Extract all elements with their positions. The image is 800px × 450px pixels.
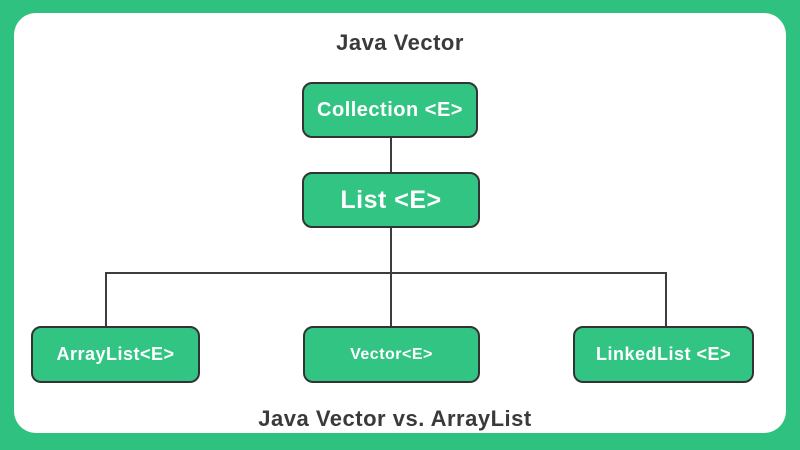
node-arraylist: ArrayList<E>	[31, 326, 200, 383]
diagram-title: Java Vector	[336, 30, 464, 55]
node-arraylist-label: ArrayList<E>	[56, 344, 175, 364]
node-collection: Collection <E>	[302, 82, 478, 138]
diagram-caption: Java Vector vs. ArrayList	[258, 406, 532, 431]
node-linkedlist: LinkedList <E>	[573, 326, 754, 383]
connector-drop-arraylist	[105, 272, 107, 326]
connector-collection-to-list	[390, 138, 392, 172]
connector-drop-linkedlist	[665, 272, 667, 326]
node-list-label: List <E>	[340, 185, 442, 214]
node-vector: Vector<E>	[303, 326, 480, 383]
node-vector-label: Vector<E>	[350, 345, 433, 363]
connector-list-trunk	[390, 228, 392, 326]
node-list: List <E>	[302, 172, 480, 228]
node-collection-label: Collection <E>	[317, 98, 463, 121]
node-linkedlist-label: LinkedList <E>	[595, 344, 732, 364]
connector-horizontal-bar	[105, 272, 667, 274]
